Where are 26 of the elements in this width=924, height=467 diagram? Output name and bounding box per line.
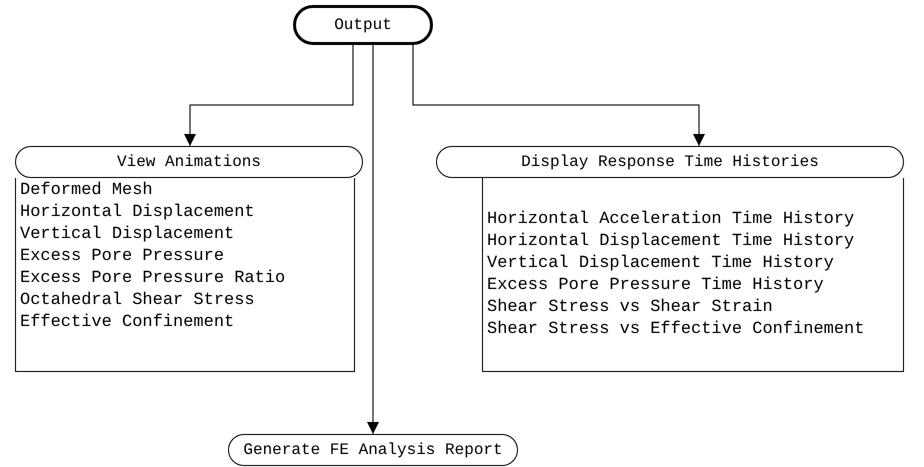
list-item: Excess Pore Pressure Ratio <box>20 268 286 290</box>
list-box <box>482 178 904 372</box>
list-item: Octahedral Shear Stress <box>20 290 256 312</box>
list-item: Shear Stress vs Shear Strain <box>487 296 774 318</box>
terminal-label: Output <box>334 15 392 36</box>
list-box <box>15 178 355 372</box>
list-item: Excess Pore Pressure <box>20 246 226 268</box>
arrow <box>412 44 705 146</box>
terminal-box <box>293 5 433 45</box>
list-item: Horizontal Displacement Time History <box>487 230 856 252</box>
terminal-label: View Animations <box>116 152 262 173</box>
list-item: Deformed Mesh <box>20 180 154 202</box>
list-item: Vertical Displacement Time History <box>487 252 835 274</box>
list-item: Excess Pore Pressure Time History <box>487 274 825 296</box>
terminal-label: Generate FE Analysis Report <box>243 440 503 461</box>
list-item: Horizontal Acceleration Time History <box>487 208 856 230</box>
list-item: Effective Confinement <box>20 312 236 334</box>
arrow <box>184 44 354 146</box>
terminal-box <box>228 434 518 466</box>
list-item: Horizontal Displacement <box>20 202 256 224</box>
arrow <box>367 44 379 434</box>
list-item: Shear Stress vs Effective Confinement <box>487 318 866 340</box>
terminal-label: Display Response Time Histories <box>521 152 819 173</box>
terminal-box <box>15 146 363 178</box>
list-item: Vertical Displacement <box>20 224 236 246</box>
terminal-box <box>436 146 904 178</box>
